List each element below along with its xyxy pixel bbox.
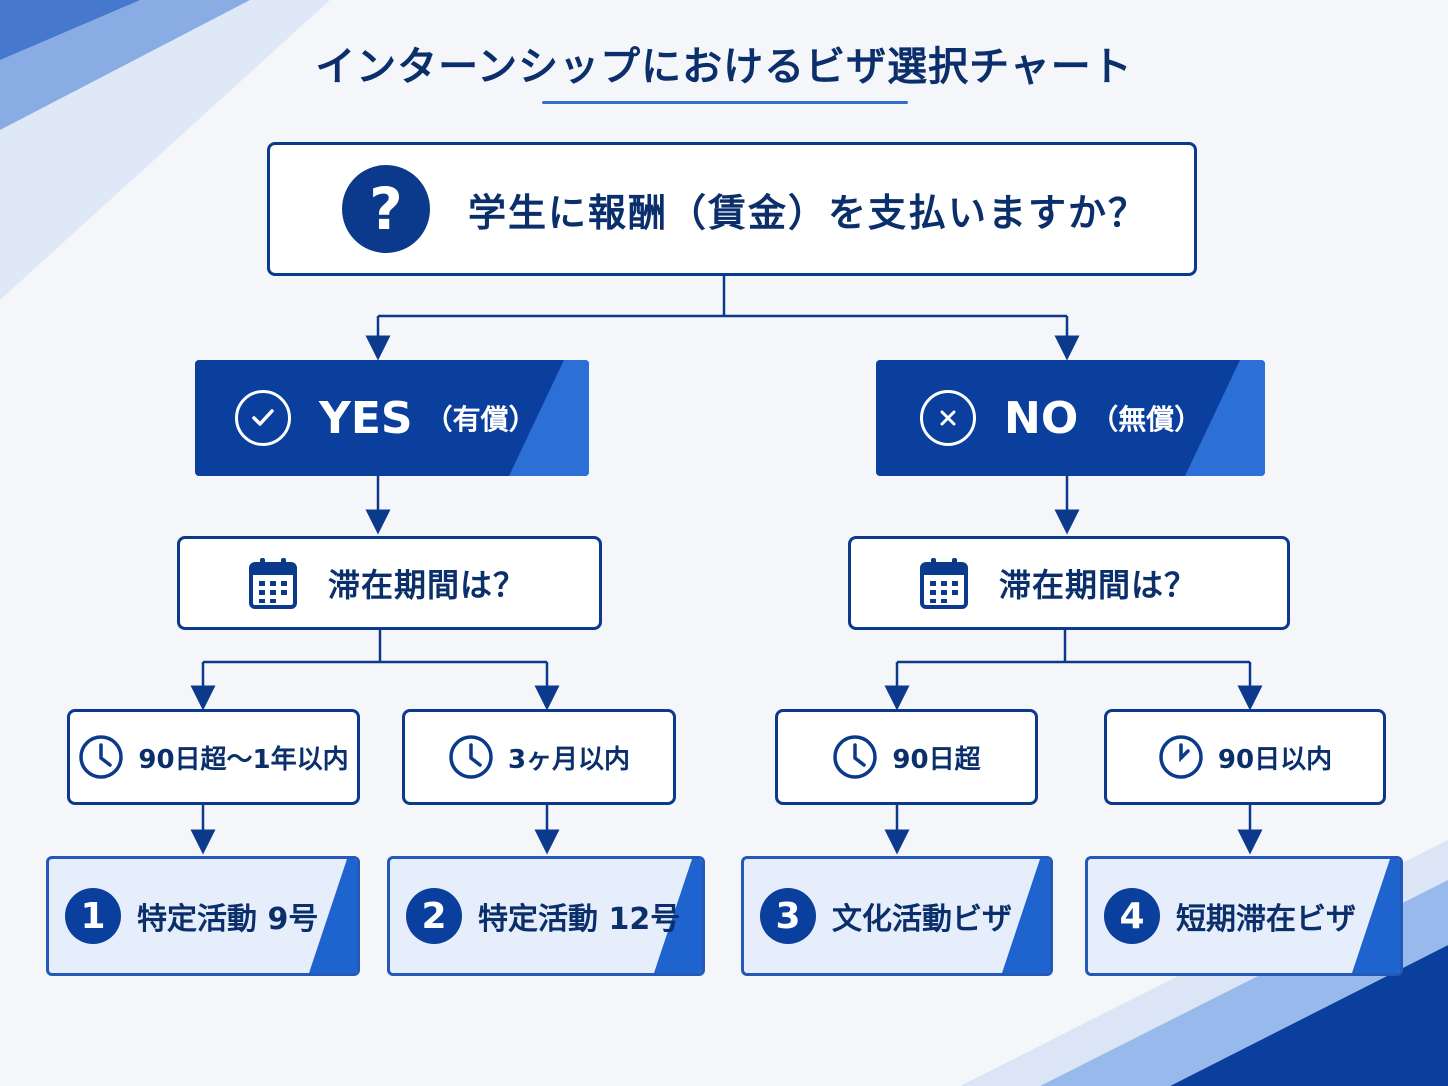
duration-text: 90日以内 xyxy=(1217,744,1333,775)
duration-text: 3ヶ月以内 xyxy=(507,744,631,775)
root-question-box: ? 学生に報酬（賃金）を支払いますか？ xyxy=(267,142,1197,276)
calendar-icon xyxy=(920,558,968,609)
duration-box-1: 90日超〜1年以内 xyxy=(67,709,360,805)
period-question-yes: 滞在期間は？ xyxy=(177,536,602,630)
result-number-badge: 2 xyxy=(406,888,462,944)
duration-text: 90日超〜1年以内 xyxy=(138,744,349,775)
result-box-4: 4 短期滞在ビザ xyxy=(1085,856,1403,976)
answer-yes-sublabel: （有償） xyxy=(424,403,537,436)
answer-no-box: NO （無償） xyxy=(876,360,1265,476)
cross-icon xyxy=(920,390,976,446)
chart-title: インターンシップにおけるビザ選択チャート xyxy=(315,44,1133,90)
clock-icon xyxy=(1159,735,1203,779)
calendar-icon xyxy=(249,558,297,609)
result-visa-name: 文化活動ビザ xyxy=(832,902,1012,937)
result-box-3: 3 文化活動ビザ xyxy=(741,856,1053,976)
result-visa-name: 特定活動 12号 xyxy=(478,902,681,937)
result-number-badge: 1 xyxy=(65,888,121,944)
result-number-badge: 3 xyxy=(760,888,816,944)
answer-no-label: NO xyxy=(1004,392,1079,444)
answer-no-sublabel: （無償） xyxy=(1090,403,1203,436)
result-box-2: 2 特定活動 12号 xyxy=(387,856,705,976)
duration-text: 90日超 xyxy=(892,744,981,775)
result-number-badge: 4 xyxy=(1104,888,1160,944)
period-question-text: 滞在期間は？ xyxy=(328,566,527,604)
answer-yes-label: YES xyxy=(319,392,413,444)
clock-icon xyxy=(449,735,493,779)
duration-box-4: 90日以内 xyxy=(1104,709,1386,805)
root-question-text: 学生に報酬（賃金）を支払いますか？ xyxy=(468,190,1149,235)
answer-yes-box: YES （有償） xyxy=(195,360,589,476)
duration-box-2: 3ヶ月以内 xyxy=(402,709,676,805)
period-question-no: 滞在期間は？ xyxy=(848,536,1290,630)
check-icon xyxy=(235,390,291,446)
clock-icon xyxy=(833,735,878,779)
clock-icon xyxy=(79,735,124,779)
question-icon: ? xyxy=(342,165,430,253)
result-visa-name: 短期滞在ビザ xyxy=(1176,902,1356,937)
period-question-text: 滞在期間は？ xyxy=(999,566,1198,604)
duration-box-3: 90日超 xyxy=(775,709,1038,805)
title-underline xyxy=(542,101,908,104)
result-visa-name: 特定活動 9号 xyxy=(137,902,319,937)
result-box-1: 1 特定活動 9号 xyxy=(46,856,360,976)
